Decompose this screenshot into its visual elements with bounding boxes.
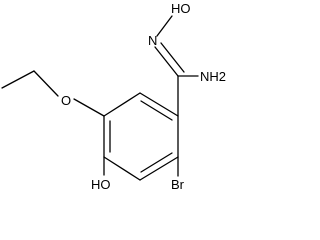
ring-bond-6	[103, 92, 141, 117]
bromo-label: Br	[171, 177, 185, 192]
oxime-oh-label: HO	[171, 1, 191, 16]
bond-c-n-double-b	[160, 42, 185, 73]
amide-nh2-label: NH2	[200, 69, 226, 84]
ring-bond-3	[139, 156, 179, 181]
amidoxime-group	[154, 15, 199, 117]
benzene-ring	[103, 92, 179, 181]
ring-bond-1	[139, 92, 179, 117]
ring-bond-4	[103, 156, 141, 181]
phenol-oh-label: HO	[91, 177, 111, 192]
ethoxy-group	[1, 70, 105, 117]
structure-diagram: HO N NH2 O HO Br	[1, 1, 226, 192]
oxime-n-label: N	[148, 33, 157, 48]
ether-o-label: O	[61, 93, 71, 108]
ring-double-bond-1	[140, 100, 173, 121]
bond-n-o	[156, 15, 173, 37]
ring-double-bond-2	[140, 152, 173, 173]
bond-ch2-to-ch3	[1, 70, 35, 89]
bond-c-n-double-a	[154, 46, 179, 77]
bond-ether-o-to-ch2	[33, 70, 59, 97]
bond-ring-to-ether-o	[73, 98, 105, 117]
molecule-drawing: HO N NH2 O HO Br	[1, 1, 226, 192]
